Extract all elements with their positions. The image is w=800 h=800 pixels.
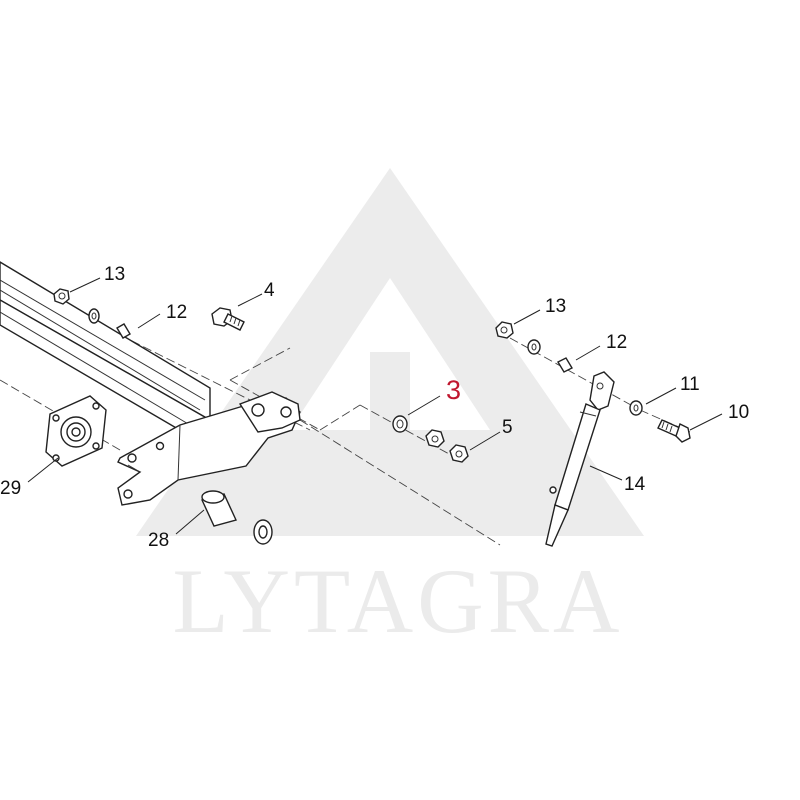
- mount-bracket: [117, 391, 301, 506]
- callout-3-highlighted: 3: [446, 375, 461, 405]
- watermark-brand: LYTAGRA: [173, 550, 624, 652]
- callout-12-right: 12: [606, 332, 627, 353]
- callout-5: 5: [502, 417, 513, 438]
- part-14-cylinder: [545, 371, 615, 547]
- left-hardware: [53, 288, 245, 339]
- callout-11: 11: [680, 374, 700, 395]
- leader-lines: [27, 277, 723, 535]
- callout-12-left: 12: [166, 302, 187, 323]
- callout-10: 10: [728, 402, 749, 423]
- right-hardware: [495, 321, 691, 443]
- part-29-flange-bearing: [45, 395, 107, 467]
- callout-labels: 13 12 4 3 5 13 12 11 10 14 29 28: [0, 264, 749, 551]
- callout-14: 14: [624, 474, 646, 495]
- frame-beam: [0, 261, 212, 437]
- callout-13-right: 13: [545, 296, 566, 317]
- center-hardware: [392, 415, 469, 463]
- callout-29: 29: [0, 478, 21, 499]
- part-28-bushing: [201, 490, 273, 545]
- callout-13-left: 13: [104, 264, 125, 285]
- callout-28: 28: [148, 530, 169, 551]
- callout-4: 4: [264, 280, 275, 301]
